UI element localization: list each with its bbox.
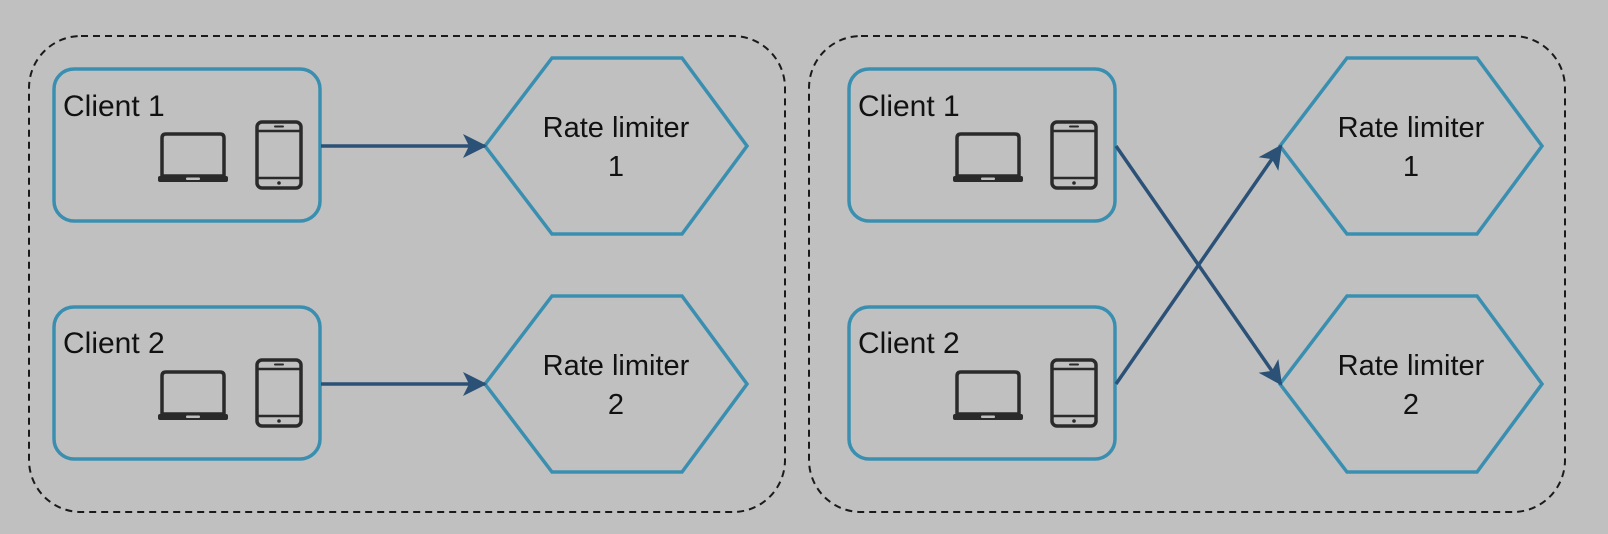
rate-limiter-number: 1 [608, 151, 624, 183]
rate-limiter-label: Rate limiter [543, 350, 690, 382]
rate-limiter-hexagon: Rate limiter 1 [1277, 56, 1545, 236]
laptop-icon [951, 132, 1025, 184]
mobile-phone-icon [1050, 120, 1098, 190]
rate-limiter-label: Rate limiter [543, 112, 690, 144]
laptop-icon [951, 370, 1025, 422]
laptop-icon [156, 370, 230, 422]
panel-right: Client 1 Client 2 Rate limiter 1 [808, 35, 1566, 513]
rate-limiter-number: 2 [1403, 389, 1419, 421]
panel-left: Client 1 Client 2 Rate limiter 1 [28, 35, 786, 513]
client-label: Client 1 [63, 90, 165, 123]
mobile-phone-icon [255, 120, 303, 190]
rate-limiter-hexagon: Rate limiter 2 [1277, 294, 1545, 474]
client-box: Client 1 [52, 67, 322, 223]
client-box: Client 2 [847, 305, 1117, 461]
rate-limiter-number: 1 [1403, 151, 1419, 183]
client-label: Client 2 [63, 327, 165, 360]
client-label: Client 1 [858, 90, 960, 123]
panel-left-border [28, 35, 786, 513]
client-box: Client 1 [847, 67, 1117, 223]
rate-limiter-label: Rate limiter [1338, 350, 1485, 382]
rate-limiter-number: 2 [608, 389, 624, 421]
client-box: Client 2 [52, 305, 322, 461]
mobile-phone-icon [255, 358, 303, 428]
rate-limiter-label: Rate limiter [1338, 112, 1485, 144]
request-arrow [1114, 144, 1283, 385]
client-label: Client 2 [858, 327, 960, 360]
laptop-icon [156, 132, 230, 184]
rate-limiter-hexagon: Rate limiter 2 [482, 294, 750, 474]
rate-limiter-hexagon: Rate limiter 1 [482, 56, 750, 236]
panel-right-border [808, 35, 1566, 513]
mobile-phone-icon [1050, 358, 1098, 428]
